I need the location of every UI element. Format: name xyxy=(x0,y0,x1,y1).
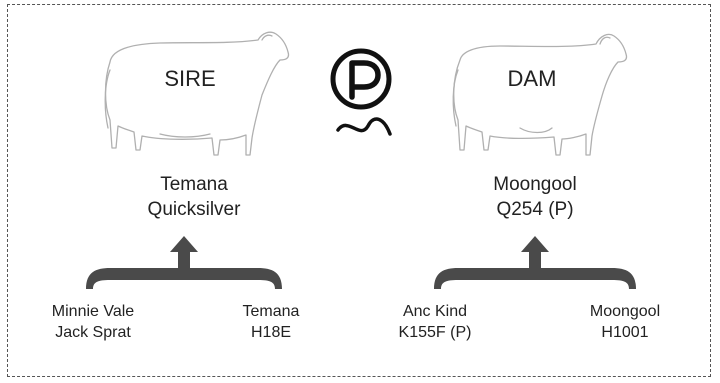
sire-cow-icon xyxy=(104,31,290,156)
sire-label: SIRE xyxy=(164,66,216,91)
sire-name-line2: Quicksilver xyxy=(147,199,241,220)
dam-bracket xyxy=(434,236,636,289)
sire-parent-left-line2: Jack Sprat xyxy=(55,324,131,341)
sire-parent-right-line1: Temana xyxy=(242,303,300,320)
polled-p-icon xyxy=(330,48,392,136)
dam-parent-left-line1: Anc Kind xyxy=(402,303,468,320)
sire-parent-right-line2: H18E xyxy=(250,324,292,341)
dam-parent-right-line2: H1001 xyxy=(601,324,649,341)
dam-parent-left: Anc Kind K155F (P) xyxy=(360,301,510,343)
dam-cow-icon xyxy=(452,33,628,156)
dam-parent-right-line1: Moongool xyxy=(589,303,661,320)
dam-name: Moongool Q254 (P) xyxy=(435,172,635,222)
dam-name-line1: Moongool xyxy=(493,174,577,195)
dam-name-line2: Q254 (P) xyxy=(496,199,574,220)
sire-name-line1: Temana xyxy=(160,174,228,195)
dam-parent-left-line2: K155F (P) xyxy=(398,324,472,341)
dam-label: DAM xyxy=(507,66,557,91)
sire-parent-left: Minnie Vale Jack Sprat xyxy=(18,301,168,343)
dam-parent-right: Moongool H1001 xyxy=(550,301,700,343)
sire-parent-left-line1: Minnie Vale xyxy=(51,303,135,320)
sire-parent-right: Temana H18E xyxy=(196,301,346,343)
diagram-frame xyxy=(7,4,711,377)
sire-bracket xyxy=(86,236,282,289)
sire-name: Temana Quicksilver xyxy=(94,172,294,222)
